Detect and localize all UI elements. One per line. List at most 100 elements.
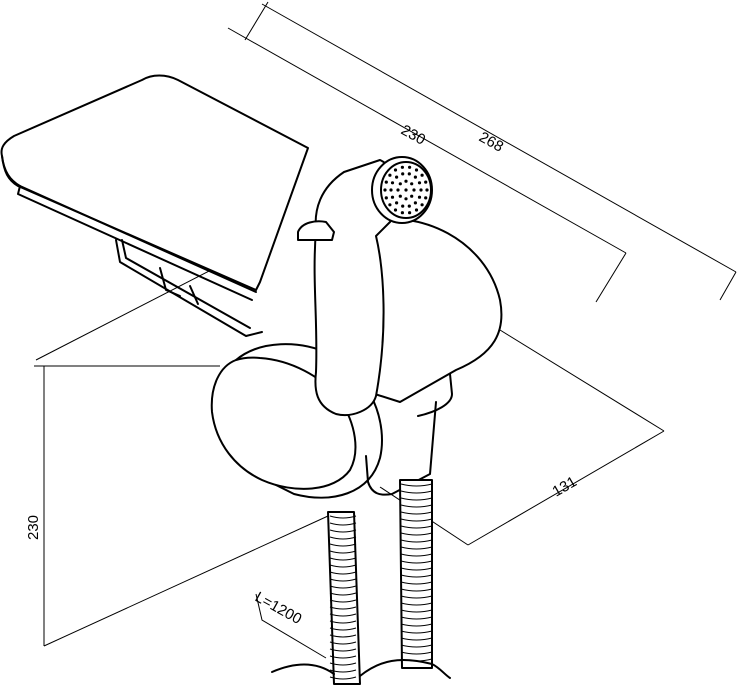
nozzle-hole [395,175,399,179]
floor-line [271,659,451,679]
dimension-label-131: 131 [550,473,580,500]
hose-rib [329,655,357,659]
nozzle-hole [388,203,392,207]
hose-left [327,511,361,685]
nozzle-hole [404,188,408,192]
hose-right [399,479,433,669]
nozzle-hole [401,204,405,208]
nozzle-hole [417,195,422,199]
nozzle-hole [407,204,411,208]
nozzle-hole [384,196,388,200]
nozzle-hole [400,211,404,215]
hose-rib [329,536,357,540]
hose-rib [329,669,357,673]
hose-rib [400,630,433,634]
hose-rib [329,606,357,610]
nozzle-hole [400,165,404,169]
nozzle-hole [388,173,392,177]
hose-rib [400,574,433,578]
nozzle-hole [389,188,393,192]
nozzle-hole [390,195,395,199]
spray-nozzles [383,165,429,215]
dimension-label-230-shelf: 230 [398,122,428,149]
dimension-230-height: 230 [25,249,329,647]
hose-rib [400,623,433,627]
hose-rib [400,518,433,522]
hose-rib [400,560,433,564]
hose-rib [400,637,433,641]
nozzle-hole [414,208,419,212]
nozzle-hole [420,203,424,207]
nozzle-hole [410,194,414,198]
nozzle-hole [413,201,417,205]
nozzle-hole [417,181,422,185]
nozzle-hole [401,172,405,176]
nozzle-hole [412,188,416,192]
hose-rib [400,609,433,613]
nozzle-hole [410,182,414,186]
hose-rib [329,648,357,652]
nozzle-hole [425,188,429,192]
nozzle-hole [420,173,424,177]
nozzle-hole [395,201,399,205]
hose-rib [329,592,357,596]
nozzle-hole [413,175,417,179]
nozzle-hole [384,180,388,184]
dimension-label-hose-length: L=1200 [252,589,304,628]
hose-rib [400,511,433,515]
hose-rib [329,578,357,582]
hose-rib [329,571,357,575]
nozzle-hole [408,211,412,215]
hose-rib [329,564,357,568]
hose-rib [400,525,433,529]
hose-rib [400,504,433,508]
hose-rib [400,497,433,501]
hose-rib [329,634,357,638]
hose-rib [329,627,357,631]
hose-rib [400,602,433,606]
nozzle-hole [383,188,387,192]
nozzle-hole [393,208,398,212]
nozzle-hole [398,194,402,198]
nozzle-hole [407,172,411,176]
nozzle-hole [424,180,428,184]
hose-rib [400,588,433,592]
hose-rib [329,662,357,666]
hose-rib [329,522,357,526]
hose-rib [400,644,433,648]
hose-rib [329,599,357,603]
hose-rib [400,616,433,620]
hose-rib [400,567,433,571]
hose-rib [400,595,433,599]
hose-rib [329,550,357,554]
hose-rib [329,543,357,547]
hose-rib [329,613,357,617]
hose-rib [400,651,433,655]
hose-rib [329,620,357,624]
nozzle-hole [419,188,423,192]
hose-rib [400,532,433,536]
hose-rib [329,641,357,645]
hose-rib [400,483,433,487]
dimension-label-230-height: 230 [25,515,42,540]
dimension-label-268: 268 [476,129,506,156]
nozzle-hole [390,181,395,185]
hose-rib [400,553,433,557]
nozzle-hole [396,188,400,192]
hose-rib [400,546,433,550]
nozzle-hole [404,179,408,183]
hand-shower [297,156,433,416]
shelf [0,74,309,337]
nozzle-hole [404,197,408,201]
hose-rib [329,557,357,561]
hose-rib [329,676,357,680]
hose-rib [400,490,433,494]
hose-rib [400,539,433,543]
nozzle-hole [414,168,419,172]
nozzle-hole [424,196,428,200]
hose-rib [329,585,357,589]
shower-trigger [297,220,335,241]
dimension-hose-length: L=1200 [252,589,327,659]
hose-rib [400,581,433,585]
